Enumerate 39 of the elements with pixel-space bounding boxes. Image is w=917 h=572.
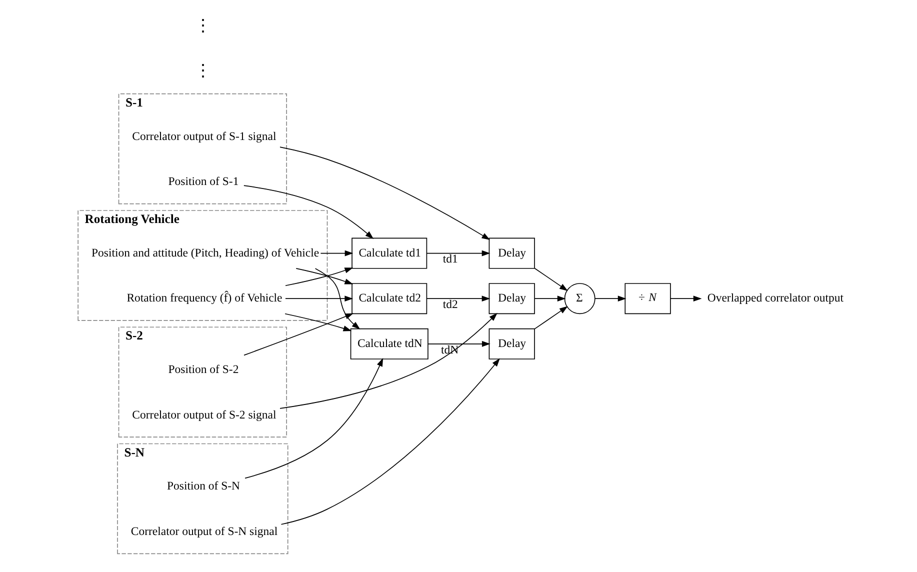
node-box: Delay (488, 283, 534, 314)
edge-label: td1 (442, 252, 458, 266)
node-circle: Σ (564, 283, 595, 314)
arrow (284, 313, 352, 332)
node-box: Calculate td1 (351, 238, 427, 269)
arrow (320, 250, 353, 256)
arrow (534, 306, 568, 330)
arrow (284, 268, 353, 286)
label: ⋮ (194, 16, 212, 35)
arrow (284, 296, 353, 302)
node-text: Position of S-N (166, 480, 240, 493)
arrow (534, 296, 566, 302)
node-box: Calculate td2 (351, 283, 427, 314)
arrow (243, 185, 374, 239)
arrow (534, 268, 568, 292)
node-box: Delay (488, 328, 534, 360)
node-box: Calculate tdN (350, 328, 428, 360)
arrow (426, 296, 490, 302)
label: ⋮ (194, 61, 212, 80)
arrow (279, 146, 490, 240)
node-text: Correlator output of S-N signal (130, 524, 278, 538)
node-text: Position of S-1 (168, 175, 238, 188)
node-text: Correlator output of S-2 signal (132, 408, 276, 422)
arrow (594, 296, 626, 302)
arrow (295, 268, 353, 284)
arrow (280, 358, 500, 525)
arrow (314, 268, 360, 330)
arrow (427, 340, 490, 347)
edge-label: td2 (442, 298, 458, 311)
arrow (244, 358, 383, 479)
node-box: ÷ N (624, 283, 670, 314)
arrow (426, 250, 490, 256)
arrow (670, 296, 702, 302)
node-box: Delay (488, 238, 534, 269)
node-text: Overlapped correlator output (706, 292, 844, 305)
node-text: Rotation frequency (f̂) of Vehicle (126, 292, 282, 305)
node-text: Position and attitude (Pitch, Heading) of Vehicle (90, 246, 319, 260)
node-text: Correlator output of S-1 signal (132, 130, 276, 143)
node-text: Position of S-2 (168, 363, 238, 376)
